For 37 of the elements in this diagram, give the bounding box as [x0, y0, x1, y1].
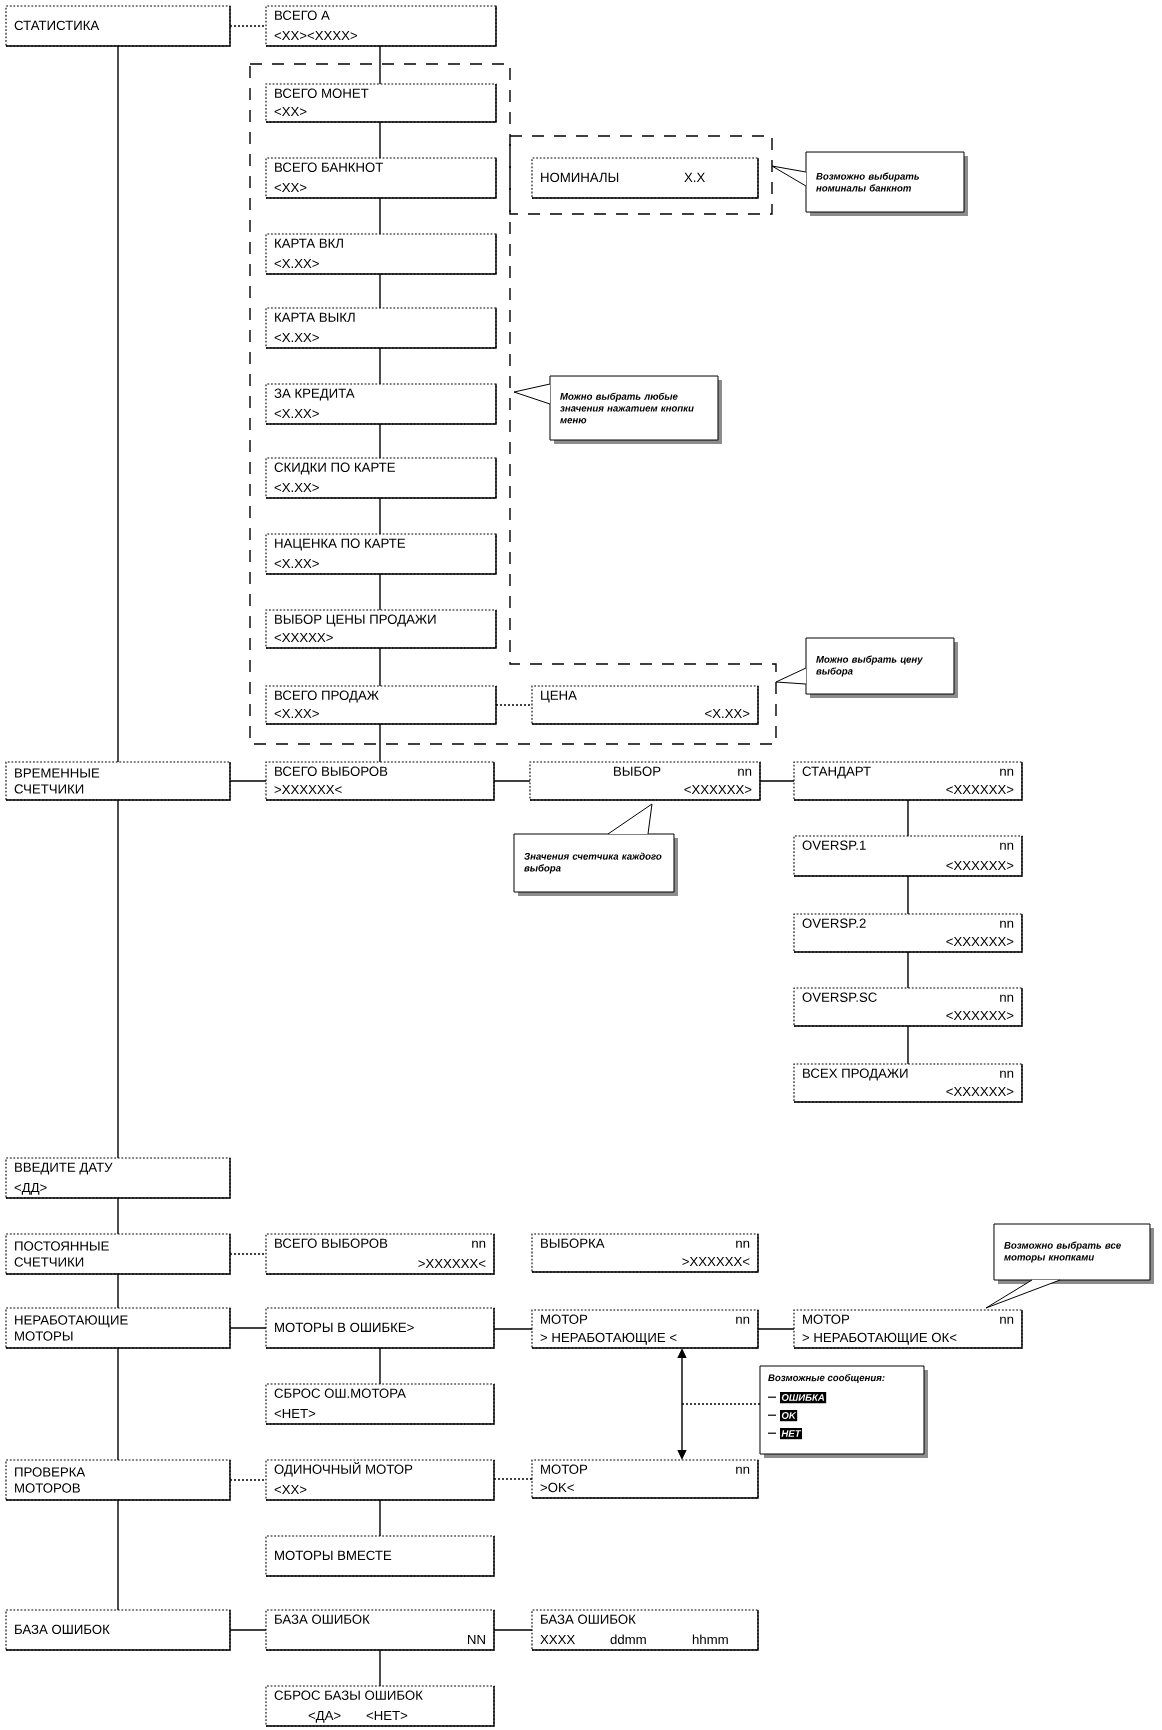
connector-line	[493, 1478, 533, 1480]
connector-line	[379, 45, 381, 85]
connector-line	[229, 1327, 267, 1329]
connector-line	[759, 780, 795, 782]
connector-line	[379, 1499, 381, 1537]
connector-line	[379, 197, 381, 235]
connector-line	[229, 25, 267, 27]
connector-line	[379, 347, 381, 385]
connector-line	[117, 1273, 119, 1309]
connector-line	[379, 121, 381, 159]
connector-line	[379, 1347, 381, 1385]
connector-line	[379, 573, 381, 611]
connector-line	[117, 1197, 119, 1235]
connector-line	[495, 704, 533, 706]
connector-line	[229, 1253, 267, 1255]
connector-line	[757, 1328, 795, 1330]
connector-line	[229, 780, 267, 782]
connector-line	[907, 951, 909, 989]
connector-line	[229, 1479, 267, 1481]
connector-line	[907, 875, 909, 915]
connector-line	[117, 1347, 119, 1461]
connector-line	[379, 497, 381, 535]
connector-line	[117, 799, 119, 1159]
connector-line	[493, 1629, 533, 1631]
connector-line	[379, 723, 381, 763]
connector-line	[117, 45, 119, 763]
connector-line	[117, 1499, 119, 1611]
connector-line	[379, 273, 381, 309]
connector-line	[379, 647, 381, 687]
connector-line	[493, 1328, 533, 1330]
connector-line	[379, 1649, 381, 1687]
connector-line	[493, 780, 531, 782]
connector-line	[907, 799, 909, 837]
connector-line	[229, 1629, 267, 1631]
connector-line	[379, 423, 381, 459]
connector-line	[907, 1025, 909, 1065]
leader-line	[681, 1403, 761, 1405]
